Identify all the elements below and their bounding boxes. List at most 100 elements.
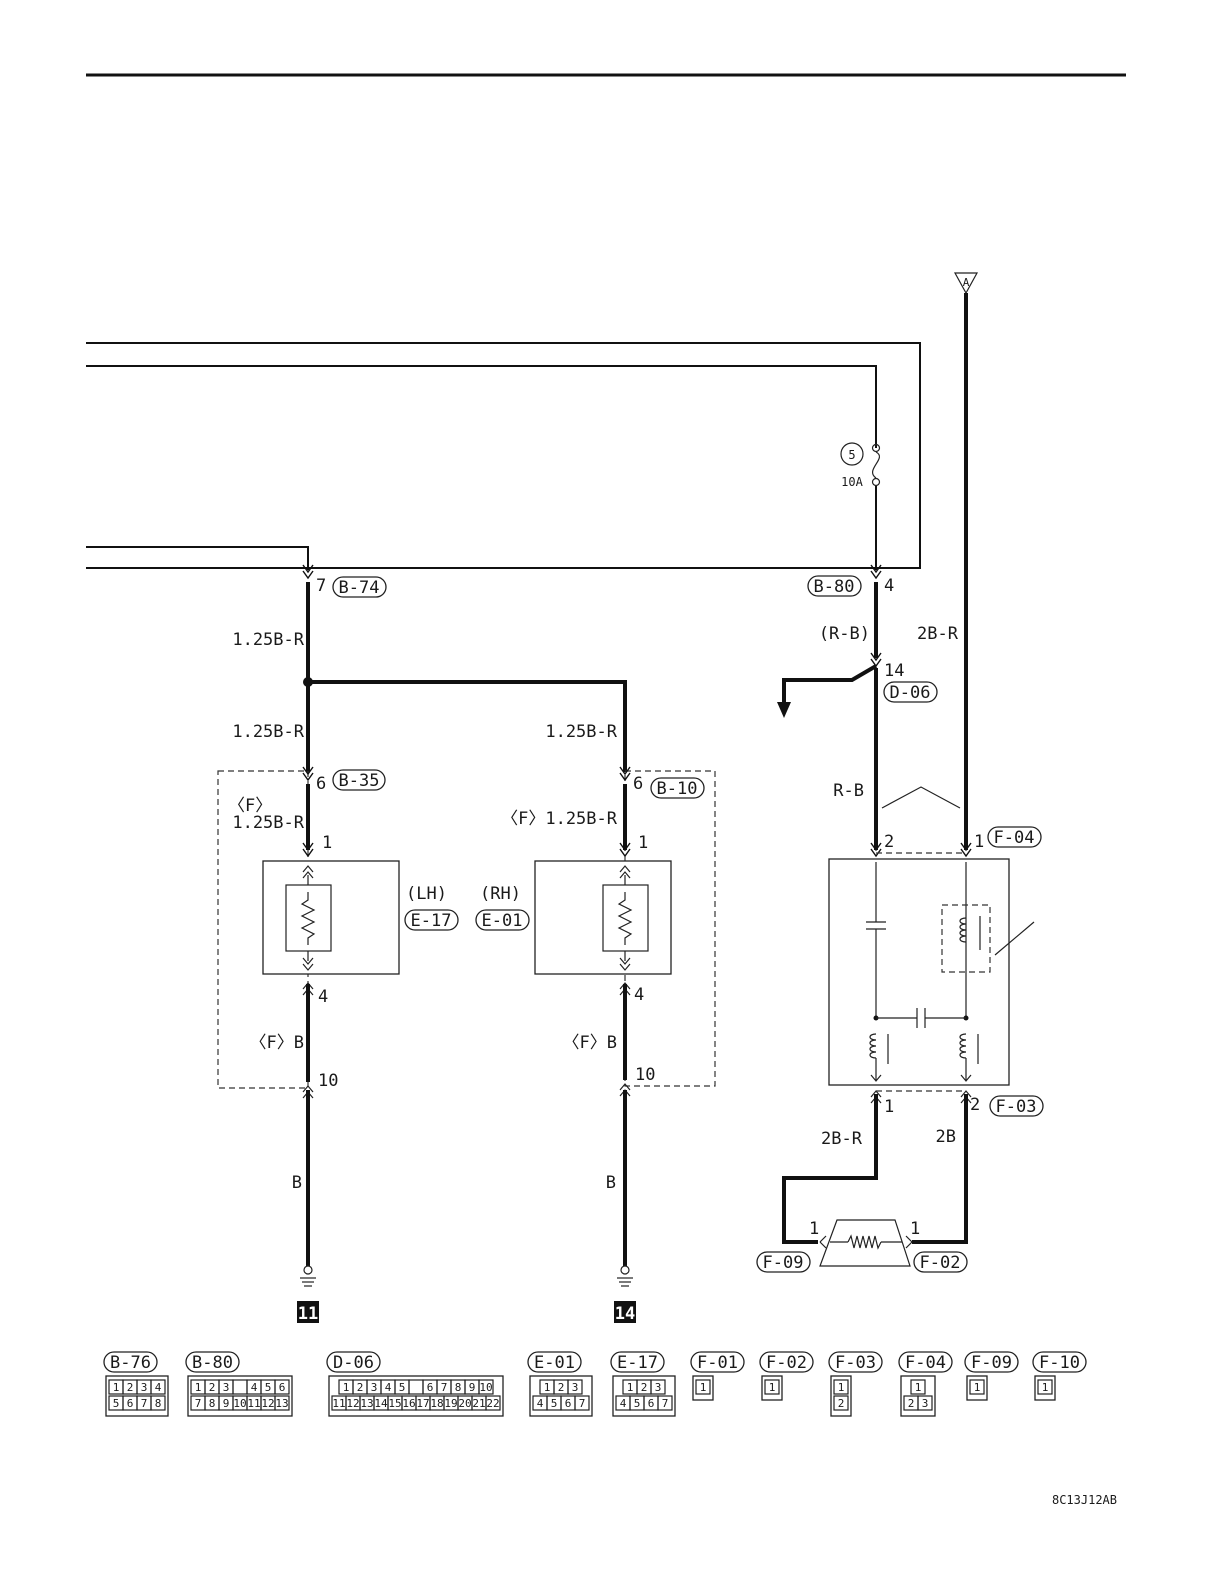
connector-e17: E-17 <box>411 911 452 931</box>
pin-1-f03: 1 <box>884 1097 894 1117</box>
connector-f02: F-02 <box>920 1253 961 1273</box>
wire-label-13: 2B-R <box>821 1129 863 1149</box>
lh-branch: 7 B-74 1.25B-R 1.25B-R 1.25B-R 6 B-35 〈F… <box>217 564 627 1324</box>
legend-pin: 18 <box>430 1397 443 1410</box>
legend-pin: 4 <box>155 1381 162 1394</box>
pin-4-rh: 4 <box>634 985 644 1005</box>
legend-pin: 7 <box>579 1397 586 1410</box>
legend-pin: 1 <box>544 1381 551 1394</box>
legend-pin: 10 <box>233 1397 246 1410</box>
pin-7: 7 <box>316 576 326 596</box>
fuse-rating: 10A <box>841 475 863 489</box>
legend-pin: 22 <box>486 1397 499 1410</box>
legend-pin: 1 <box>838 1381 845 1394</box>
reference-code: 8C13J12AB <box>1052 1493 1117 1507</box>
connector-d06: D-06 <box>890 683 931 703</box>
legend-pin: 2 <box>838 1397 845 1410</box>
right-section: A B-80 4 (R-B) 2B-R 14 D-06 R-B 2 1 F-04 <box>756 272 1044 1273</box>
legend-pin: 15 <box>388 1397 401 1410</box>
legend-pin: 3 <box>223 1381 230 1394</box>
legend-pin: 13 <box>275 1397 288 1410</box>
legend-connector-f-09: F-091 <box>964 1351 1019 1401</box>
legend-pin: 2 <box>558 1381 565 1394</box>
legend-pin: 1 <box>1042 1381 1049 1394</box>
branch-arrow <box>777 702 791 718</box>
legend-pin: 6 <box>565 1397 572 1410</box>
connector-f03: F-03 <box>996 1097 1037 1117</box>
legend-pin: 17 <box>416 1397 429 1410</box>
legend-pin: 9 <box>469 1381 476 1394</box>
wire-label-9: B <box>606 1173 616 1193</box>
pin-4-b80: 4 <box>884 576 894 596</box>
legend-pin: 5 <box>265 1381 272 1394</box>
side-lh: (LH) <box>406 884 447 904</box>
legend-pin: 8 <box>455 1381 462 1394</box>
legend-label: F-03 <box>835 1353 876 1373</box>
legend-pin: 2 <box>357 1381 364 1394</box>
legend-pin: 21 <box>472 1397 485 1410</box>
wire-label-3: 1.25B-R <box>545 722 617 742</box>
wire-label-12: R-B <box>833 781 864 801</box>
legend-pin: 1 <box>113 1381 120 1394</box>
feed-wires <box>86 342 921 570</box>
legend-pin: 16 <box>402 1397 415 1410</box>
fuse-5: 5 10A <box>840 442 881 570</box>
legend-pin: 2 <box>641 1381 648 1394</box>
wire-label-7: 〈F〉B <box>563 1033 617 1053</box>
legend-pin: 4 <box>620 1397 627 1410</box>
signal-ref: A <box>963 276 970 289</box>
wire-label-14: 2B <box>936 1127 956 1147</box>
legend-label: E-17 <box>617 1353 658 1373</box>
legend-pin: 1 <box>627 1381 634 1394</box>
pin-6-lh: 6 <box>316 774 326 794</box>
legend-pin: 2 <box>209 1381 216 1394</box>
legend-pin: 7 <box>141 1397 148 1410</box>
legend-label: E-01 <box>534 1353 575 1373</box>
connector-b35: B-35 <box>339 771 380 791</box>
legend-pin: 3 <box>655 1381 662 1394</box>
legend-pin: 7 <box>662 1397 669 1410</box>
legend-pin: 14 <box>374 1397 388 1410</box>
legend-label: F-04 <box>905 1353 946 1373</box>
ground-11: 11 <box>298 1304 318 1324</box>
wire-label-8: B <box>292 1173 302 1193</box>
legend-label: B-80 <box>192 1353 233 1373</box>
legend-pin: 20 <box>458 1397 471 1410</box>
wire-label-10: (R-B) <box>819 624 870 644</box>
pin-1-f09: 1 <box>809 1219 819 1239</box>
pin-2-f04: 2 <box>884 832 894 852</box>
legend-pin: 10 <box>479 1381 492 1394</box>
wire-label-11: 2B-R <box>917 624 959 644</box>
legend-pin: 3 <box>572 1381 579 1394</box>
legend-pin: 6 <box>127 1397 134 1410</box>
pin-6-rh: 6 <box>633 774 643 794</box>
legend-pin: 7 <box>441 1381 448 1394</box>
legend-pin: 4 <box>251 1381 258 1394</box>
legend-pin: 12 <box>346 1397 359 1410</box>
legend-pin: 3 <box>922 1397 929 1410</box>
connector-f09: F-09 <box>763 1253 804 1273</box>
side-rh: (RH) <box>480 884 521 904</box>
legend-pin: 4 <box>385 1381 392 1394</box>
wire-label-2: 1.25B-R <box>232 722 304 742</box>
wire-label-4: 1.25B-R <box>232 813 304 833</box>
legend-pin: 3 <box>141 1381 148 1394</box>
legend-connector-f-10: F-101 <box>1032 1351 1087 1401</box>
legend-pin: 6 <box>279 1381 286 1394</box>
connector-b74: B-74 <box>339 578 380 598</box>
legend-pin: 8 <box>155 1397 162 1410</box>
connector-e01: E-01 <box>482 911 523 931</box>
ground-14-badge <box>614 1301 636 1323</box>
legend-pin: 3 <box>371 1381 378 1394</box>
legend-pin: 1 <box>769 1381 776 1394</box>
legend-pin: 1 <box>343 1381 350 1394</box>
legend-pin: 4 <box>537 1397 544 1410</box>
ground-11-badge <box>297 1301 319 1323</box>
legend-pin: 6 <box>648 1397 655 1410</box>
pin-1-f02: 1 <box>910 1219 920 1239</box>
